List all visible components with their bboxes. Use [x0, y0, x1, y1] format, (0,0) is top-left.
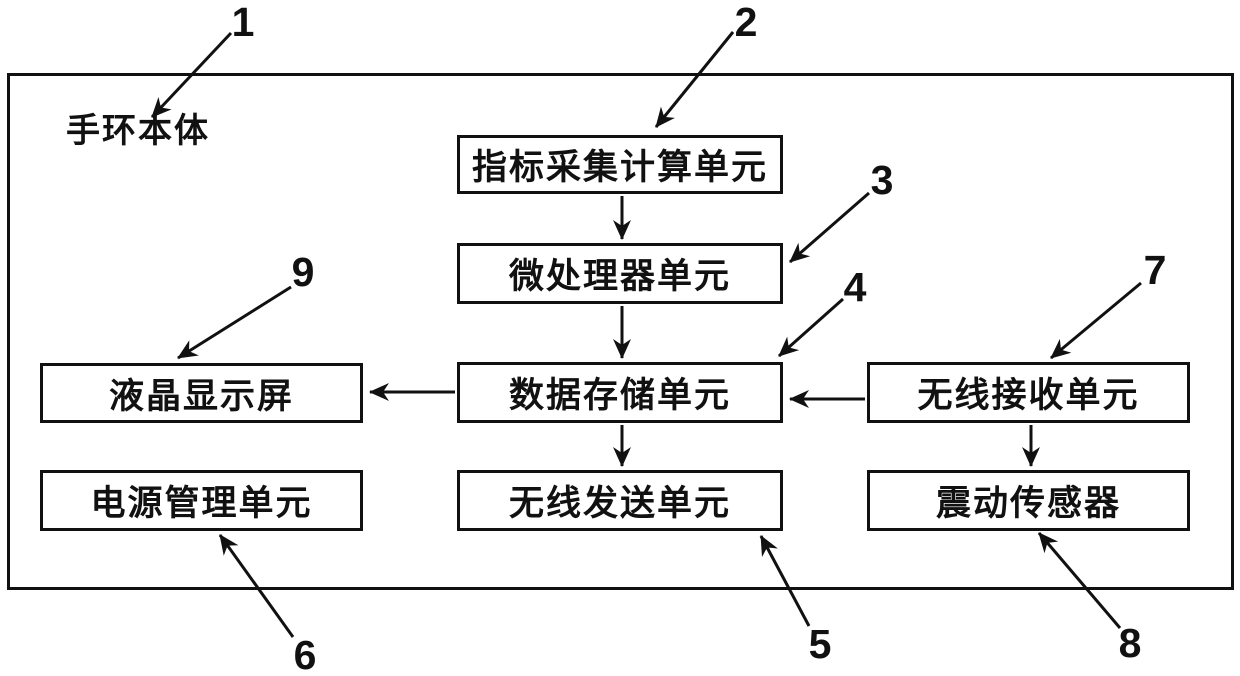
bracelet-body-outline: [7, 73, 1234, 590]
box-lcd-display: 液晶显示屏: [40, 363, 363, 423]
callout-number-3: 3: [870, 157, 894, 203]
callout-number-8: 8: [1118, 620, 1142, 666]
box-indicator-collection-unit: 指标采集计算单元: [457, 135, 783, 194]
box-wireless-receive-unit: 无线接收单元: [867, 362, 1190, 423]
box-wireless-send-unit: 无线发送单元: [457, 470, 783, 531]
box-vibration-sensor: 震动传感器: [867, 470, 1190, 531]
callout-number-7: 7: [1143, 247, 1167, 293]
callout-number-1: 1: [231, 0, 255, 45]
box-data-storage-unit: 数据存储单元: [457, 362, 783, 423]
callout-number-5: 5: [808, 621, 832, 667]
callout-number-4: 4: [843, 264, 867, 310]
bracelet-body-label: 手环本体: [66, 112, 210, 150]
callout-number-2: 2: [734, 0, 758, 45]
callout-number-6: 6: [293, 632, 317, 676]
box-power-management-unit: 电源管理单元: [40, 470, 363, 531]
callout-number-9: 9: [291, 249, 315, 295]
box-microprocessor-unit: 微处理器单元: [457, 243, 783, 304]
